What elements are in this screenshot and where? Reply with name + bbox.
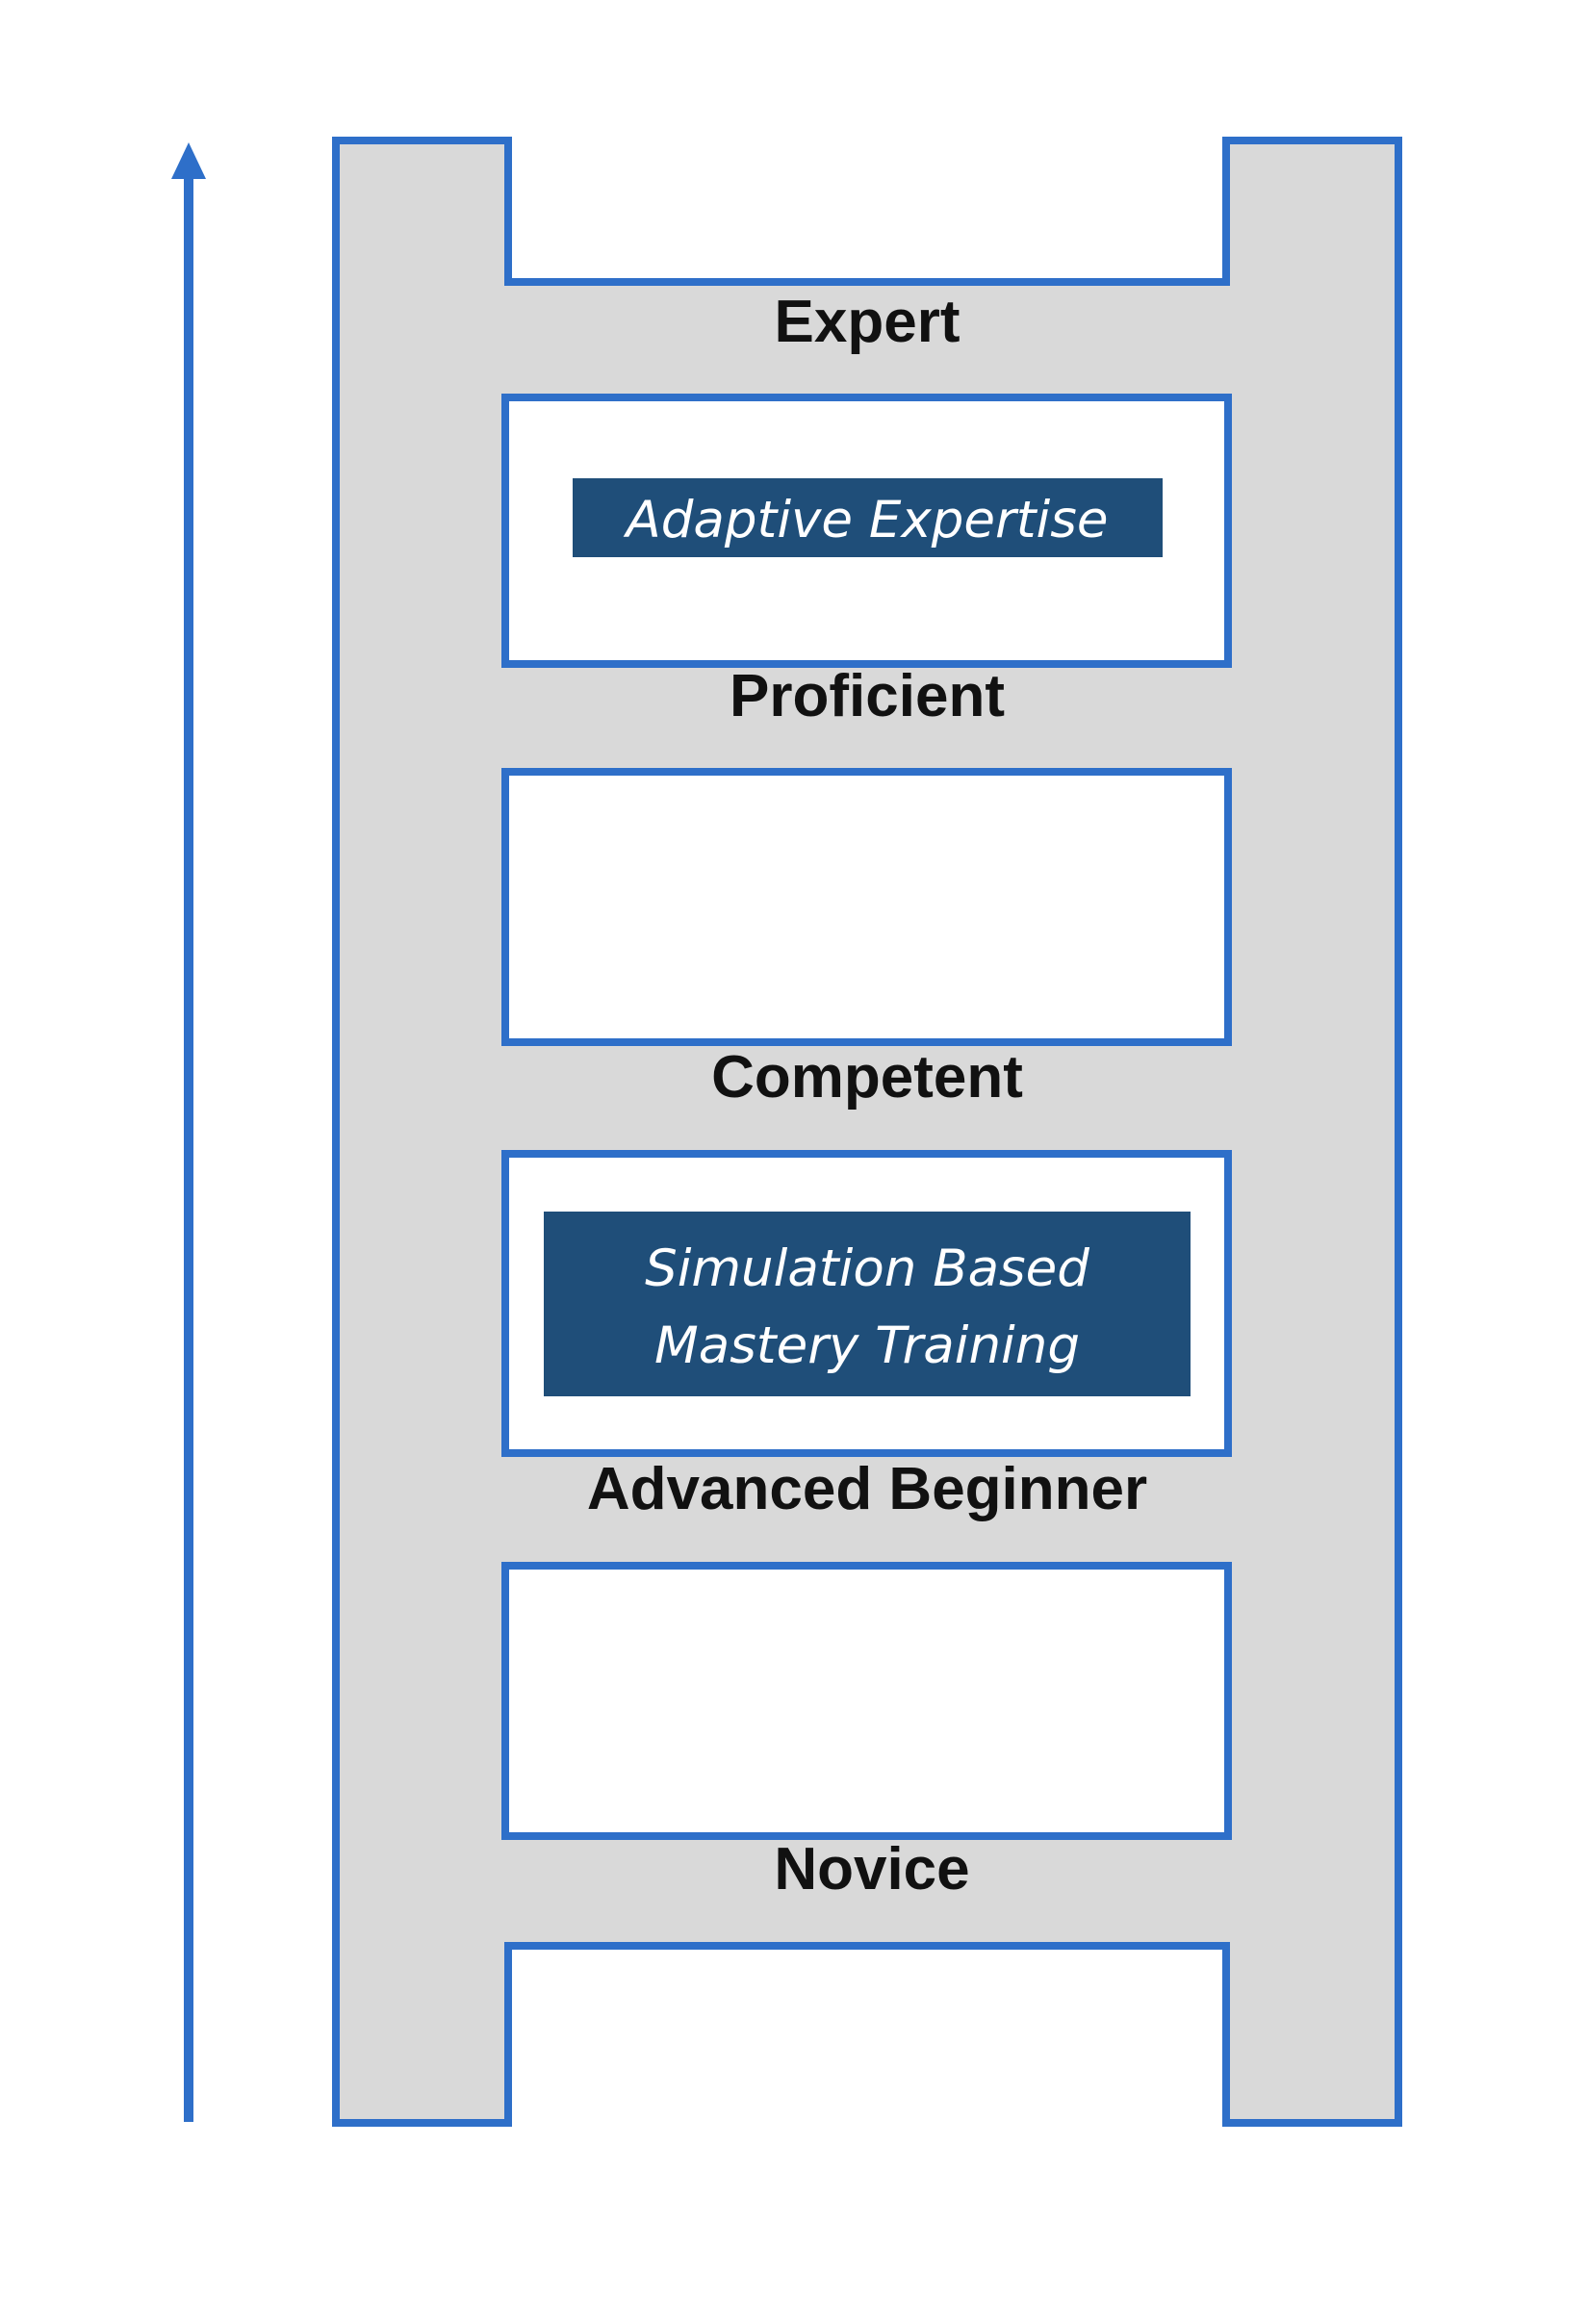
- callout-simulation-mastery-training: Simulation Based Mastery Training: [544, 1212, 1191, 1396]
- level-label-expert: Expert: [775, 289, 960, 355]
- level-label-proficient: Proficient: [730, 663, 1005, 729]
- callout-adaptive-expertise: Adaptive Expertise: [573, 478, 1163, 557]
- progression-arrowhead-icon: [171, 142, 206, 179]
- callout-text-line: Adaptive Expertise: [624, 491, 1109, 549]
- callout-box: [544, 1212, 1191, 1396]
- callout-text-line: Simulation Based: [645, 1239, 1089, 1298]
- level-label-advanced-beginner: Advanced Beginner: [587, 1456, 1147, 1522]
- level-label-novice: Novice: [774, 1836, 969, 1903]
- ladder-gap-2: [501, 768, 1232, 1046]
- progression-arrow: [171, 142, 206, 2122]
- level-label-competent: Competent: [711, 1044, 1023, 1111]
- ladder-gap-4: [501, 1562, 1232, 1840]
- callout-text-line: Mastery Training: [654, 1316, 1080, 1375]
- callout-box: [573, 478, 1163, 557]
